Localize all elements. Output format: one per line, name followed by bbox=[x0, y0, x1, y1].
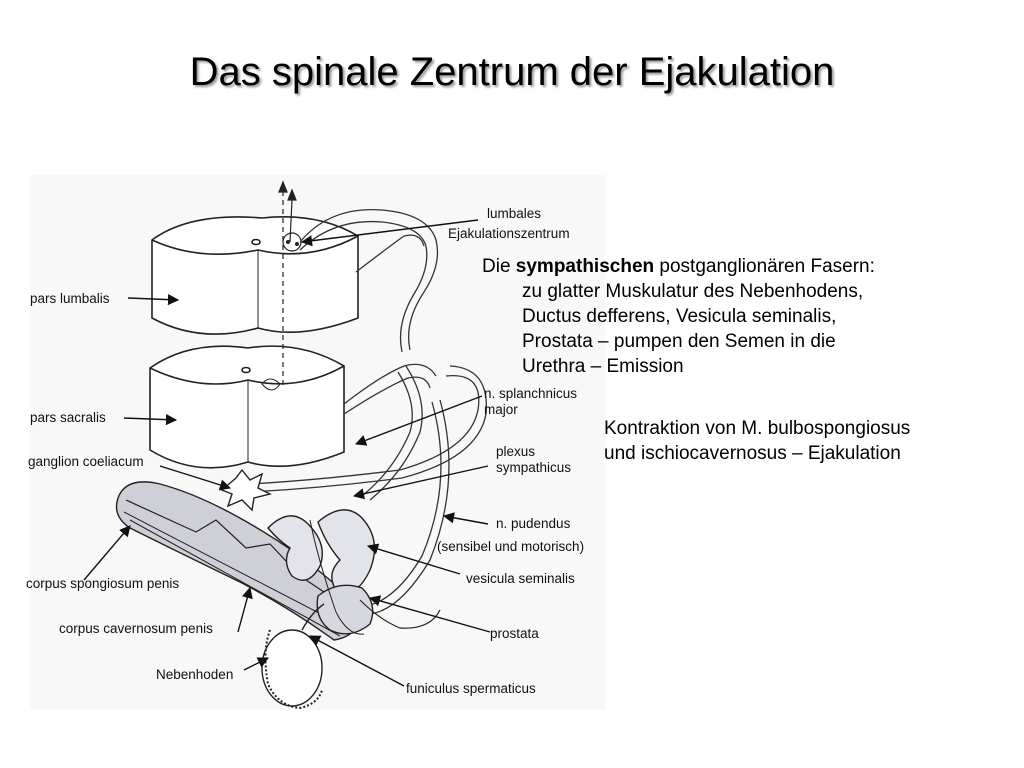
label-corpus-spongiosum: corpus spongiosum penis bbox=[26, 576, 179, 591]
sympathetic-line-1: zu glatter Muskulatur des Nebenhodens, bbox=[522, 281, 864, 302]
label-major: major bbox=[484, 402, 518, 417]
sympathetic-fibers-heading: Die sympathischen postganglionären Faser… bbox=[482, 256, 875, 277]
label-pars-sacralis: pars sacralis bbox=[30, 410, 106, 425]
label-n-pudendus: n. pudendus bbox=[496, 516, 571, 531]
contraction-line-2: und ischiocavernosus – Ejakulation bbox=[604, 443, 901, 464]
funiculus-shape bbox=[301, 603, 325, 631]
label-corpus-cavernosum: corpus cavernosum penis bbox=[59, 621, 213, 636]
urethra-line bbox=[309, 519, 365, 635]
sympathetic-bold: sympathischen bbox=[515, 256, 655, 277]
sympathetic-fibers-text: Die sympathischen postganglionären Faser… bbox=[482, 254, 875, 379]
genital-organs bbox=[115, 481, 441, 710]
label-vesicula-seminalis: vesicula seminalis bbox=[466, 571, 575, 586]
label-sensibel-motorisch: (sensibel und motorisch) bbox=[437, 539, 584, 554]
sympathetic-line-3: Prostata – pumpen den Semen in die bbox=[522, 331, 836, 352]
vesicula-seminalis-shape bbox=[267, 515, 323, 581]
label-ganglion-coeliacum: ganglion coeliacum bbox=[28, 454, 144, 469]
sympathetic-line-4: Urethra – Emission bbox=[522, 356, 684, 377]
nebenhoden-shape bbox=[264, 629, 323, 710]
label-lumbales: lumbales bbox=[487, 206, 541, 221]
ganglion-coeliacum-shape bbox=[220, 468, 273, 512]
ascending-tracts bbox=[278, 180, 297, 385]
label-ejakulationszentrum: Ejakulationszentrum bbox=[448, 226, 570, 241]
slide-title: Das spinale Zentrum der Ejakulation bbox=[189, 50, 835, 94]
label-arrows bbox=[83, 219, 491, 687]
spinal-segment-sacral bbox=[149, 345, 345, 469]
testis-shape bbox=[261, 629, 323, 707]
contraction-line-1: Kontraktion von M. bulbospongiosus bbox=[604, 418, 911, 439]
label-n-splanchnicus: n. splanchnicus bbox=[484, 386, 577, 401]
prostata-shape bbox=[316, 584, 374, 635]
nerve-pathways bbox=[249, 208, 487, 615]
label-plexus: plexus bbox=[496, 444, 535, 459]
label-pars-lumbalis: pars lumbalis bbox=[30, 291, 110, 306]
label-nebenhoden: Nebenhoden bbox=[156, 667, 233, 682]
contraction-text: Kontraktion von M. bulbospongiosus und i… bbox=[604, 416, 910, 466]
spinal-segment-lumbar bbox=[151, 216, 359, 335]
label-sympathicus: sympathicus bbox=[496, 460, 571, 475]
sympathetic-line-2: Ductus defferens, Vesicula seminalis, bbox=[522, 306, 837, 327]
label-funiculus-spermaticus: funiculus spermaticus bbox=[406, 681, 536, 696]
label-prostata: prostata bbox=[490, 626, 539, 641]
